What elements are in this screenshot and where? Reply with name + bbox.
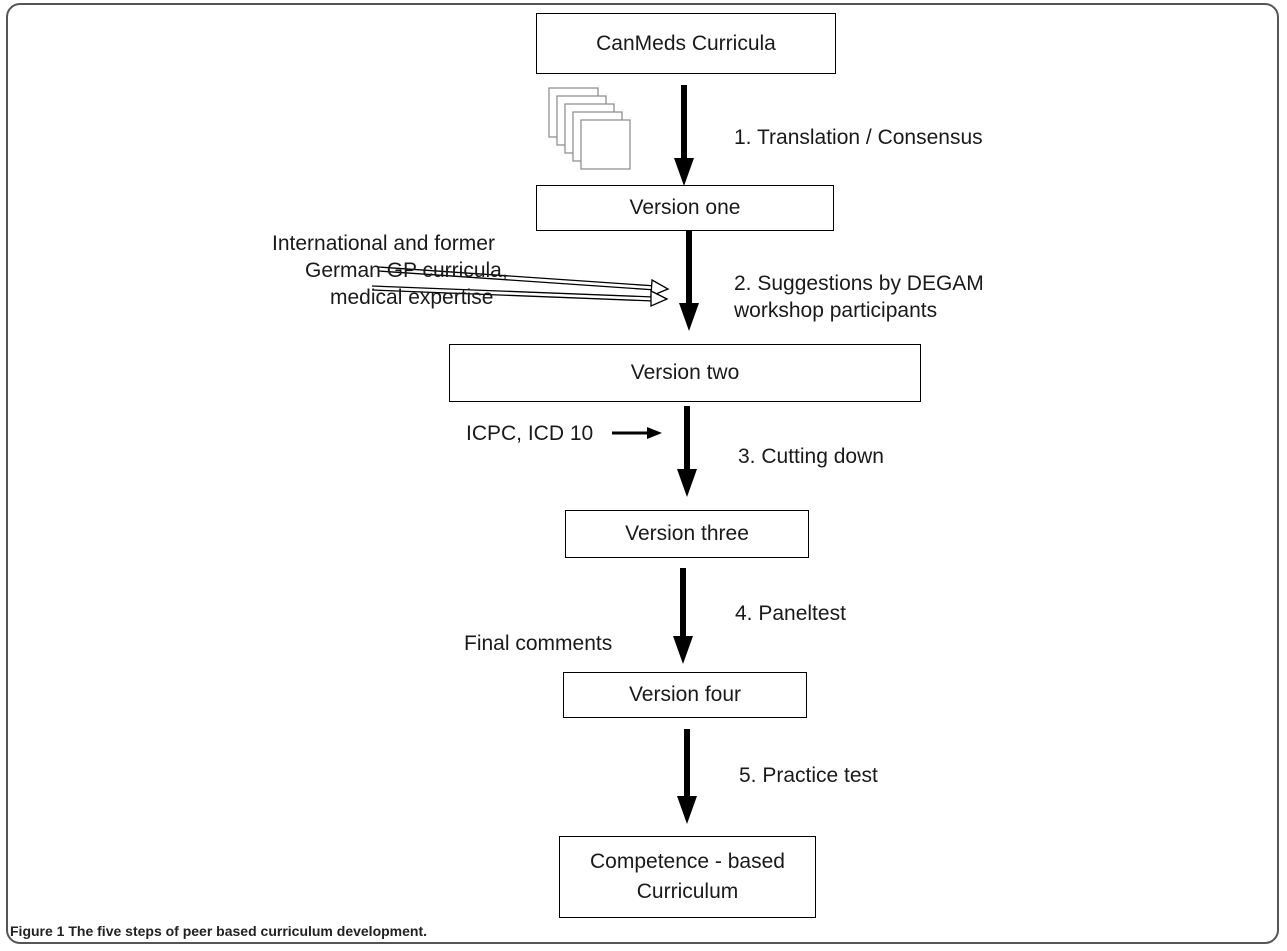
arrow-step-5 bbox=[677, 729, 697, 824]
arrow-step-3 bbox=[677, 406, 697, 497]
box-version-four-label: Version four bbox=[628, 683, 742, 706]
caption-label: Figure 1 bbox=[10, 923, 65, 939]
step-5-label: 5. Practice test bbox=[739, 764, 878, 787]
input-arrow-international-2 bbox=[371, 285, 669, 307]
box-final-label-line1: Competence - based bbox=[590, 850, 785, 873]
caption-text: The five steps of peer based curriculum … bbox=[64, 923, 428, 939]
box-canmeds-label: CanMeds Curricula bbox=[596, 31, 776, 55]
box-version-one-label: Version one bbox=[629, 196, 741, 219]
document-stack-icon bbox=[548, 87, 631, 170]
step-2-label-line2: workshop participants bbox=[734, 299, 938, 322]
box-version-two-label: Version two bbox=[630, 361, 740, 384]
box-final-label-line2: Curriculum bbox=[636, 880, 739, 903]
step-3-label: 3. Cutting down bbox=[738, 445, 884, 468]
box-competence-based-curriculum: Competence - based Curriculum bbox=[559, 836, 816, 918]
arrow-step-1 bbox=[674, 85, 694, 186]
input-international-line3: medical expertise bbox=[330, 286, 494, 309]
step-4-label: 4. Paneltest bbox=[735, 602, 846, 625]
input-international-line1: International and former bbox=[272, 232, 495, 255]
arrow-step-2 bbox=[679, 231, 699, 331]
step-1-label: 1. Translation / Consensus bbox=[734, 126, 983, 149]
arrow-step-4 bbox=[673, 568, 693, 664]
box-version-one: Version one bbox=[536, 185, 834, 231]
figure-frame bbox=[6, 3, 1279, 944]
input-arrow-icpc bbox=[612, 427, 662, 439]
input-international-line2: German GP curricula, bbox=[305, 259, 508, 282]
step-2-label-line1: 2. Suggestions by DEGAM bbox=[734, 272, 984, 295]
input-arrow-international-1 bbox=[377, 266, 670, 297]
input-final-comments: Final comments bbox=[464, 632, 613, 655]
box-version-three: Version three bbox=[565, 510, 809, 558]
box-canmeds-curricula: CanMeds Curricula bbox=[536, 13, 836, 74]
figure-caption: Figure 1 The five steps of peer based cu… bbox=[10, 923, 427, 939]
box-version-three-label: Version three bbox=[625, 522, 749, 545]
box-version-two: Version two bbox=[449, 344, 921, 402]
input-icpc-icd10: ICPC, ICD 10 bbox=[466, 422, 594, 445]
box-version-four: Version four bbox=[563, 672, 807, 718]
